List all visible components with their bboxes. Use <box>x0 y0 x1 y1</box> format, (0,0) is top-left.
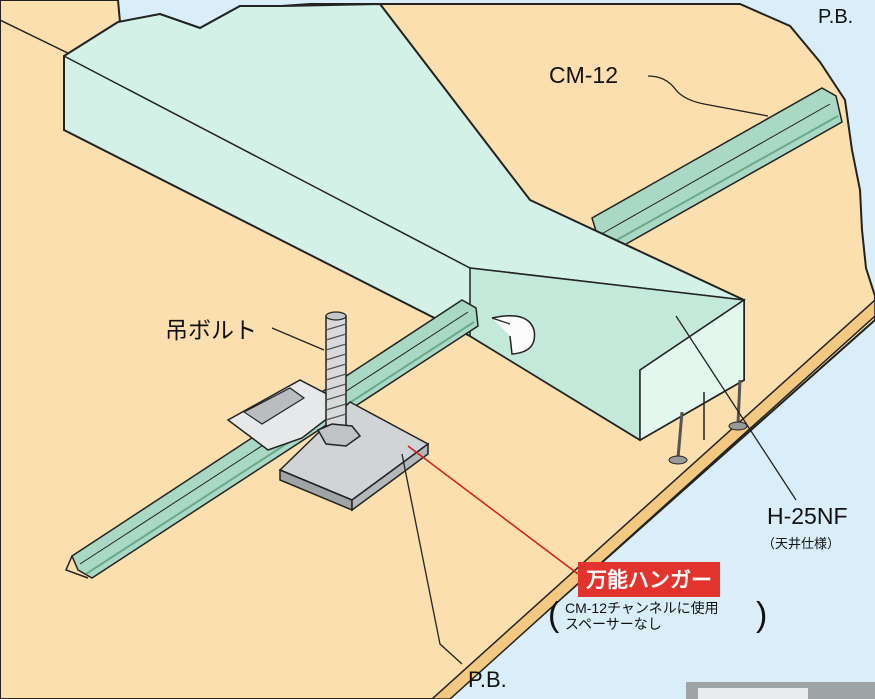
pb-bottom-label: P.B. <box>468 667 507 692</box>
universal-hanger <box>226 379 430 512</box>
hanging-bolt <box>316 311 362 447</box>
nails <box>668 379 748 465</box>
hanger-note: CM-12チャンネルに使用 スペーサーなし <box>553 600 719 632</box>
leader-lines <box>271 75 797 665</box>
hanging-bolt-label: 吊ボルト <box>165 317 257 343</box>
pb-top-label: P.B. <box>818 6 854 28</box>
hanger-leader-line <box>407 445 579 575</box>
photo-inset <box>686 682 875 699</box>
hanger-note-line1: CM-12チャンネルに使用 <box>565 600 719 616</box>
h25nf-sublabel: （天井仕様） <box>762 536 841 551</box>
cm12-label: CM-12 <box>549 62 619 88</box>
hanger-note-line2: スペーサーなし <box>565 616 662 632</box>
note-open-paren: ( <box>548 596 560 634</box>
h25nf-duct <box>63 2 747 442</box>
board-edge-line <box>0 19 79 59</box>
universal-hanger-badge: 万能ハンガー <box>578 562 720 597</box>
h25nf-label: H-25NF <box>767 503 848 529</box>
note-close-paren: ) <box>756 596 768 634</box>
